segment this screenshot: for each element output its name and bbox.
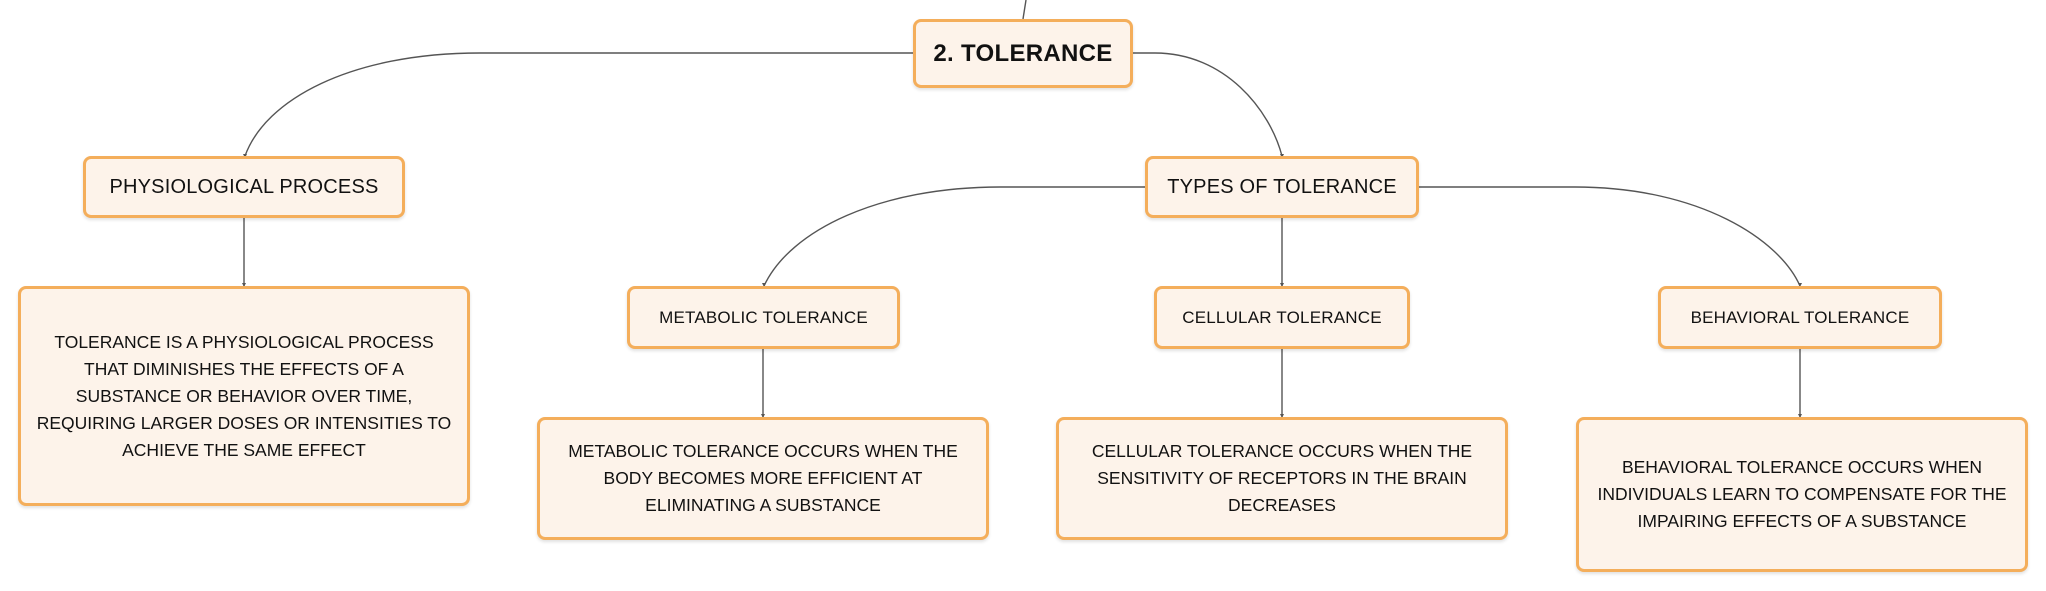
- node-physiological-process-description[interactable]: TOLERANCE IS A PHYSIOLOGICAL PROCESS THA…: [18, 286, 470, 506]
- physiological-process-description-text: TOLERANCE IS A PHYSIOLOGICAL PROCESS THA…: [36, 331, 452, 460]
- node-types-of-tolerance-label: TYPES OF TOLERANCE: [1167, 175, 1397, 198]
- node-behavioral-tolerance[interactable]: BEHAVIORAL TOLERANCE: [1658, 286, 1942, 349]
- node-physiological-process-label: PHYSIOLOGICAL PROCESS: [109, 175, 379, 198]
- root-node-label: 2. TOLERANCE: [933, 39, 1113, 67]
- connector-root-to-physiological-process: [244, 52, 913, 157]
- connector-types-to-metabolic: [763, 186, 1145, 287]
- connector-types-to-behavioral: [1419, 186, 1801, 287]
- node-metabolic-tolerance-label: METABOLIC TOLERANCE: [659, 307, 868, 327]
- node-cellular-tolerance[interactable]: CELLULAR TOLERANCE: [1154, 286, 1410, 349]
- cellular-tolerance-description-text: CELLULAR TOLERANCE OCCURS WHEN THE SENSI…: [1091, 441, 1473, 515]
- metabolic-tolerance-description-text: METABOLIC TOLERANCE OCCURS WHEN THE BODY…: [568, 441, 958, 515]
- behavioral-tolerance-description-text: BEHAVIORAL TOLERANCE OCCURS WHEN INDIVID…: [1597, 457, 2007, 531]
- node-physiological-process[interactable]: PHYSIOLOGICAL PROCESS: [83, 156, 405, 218]
- node-types-of-tolerance[interactable]: TYPES OF TOLERANCE: [1145, 156, 1419, 218]
- node-metabolic-tolerance-description[interactable]: METABOLIC TOLERANCE OCCURS WHEN THE BODY…: [537, 417, 989, 540]
- node-behavioral-tolerance-description[interactable]: BEHAVIORAL TOLERANCE OCCURS WHEN INDIVID…: [1576, 417, 2028, 572]
- node-cellular-tolerance-description[interactable]: CELLULAR TOLERANCE OCCURS WHEN THE SENSI…: [1056, 417, 1508, 540]
- connector-root-to-types-of-tolerance: [1133, 52, 1283, 157]
- node-cellular-tolerance-label: CELLULAR TOLERANCE: [1182, 307, 1382, 327]
- connector-parent-to-root: [1022, 0, 1027, 20]
- node-behavioral-tolerance-label: BEHAVIORAL TOLERANCE: [1690, 307, 1910, 327]
- node-metabolic-tolerance[interactable]: METABOLIC TOLERANCE: [627, 286, 900, 349]
- root-node-tolerance[interactable]: 2. TOLERANCE: [913, 19, 1133, 88]
